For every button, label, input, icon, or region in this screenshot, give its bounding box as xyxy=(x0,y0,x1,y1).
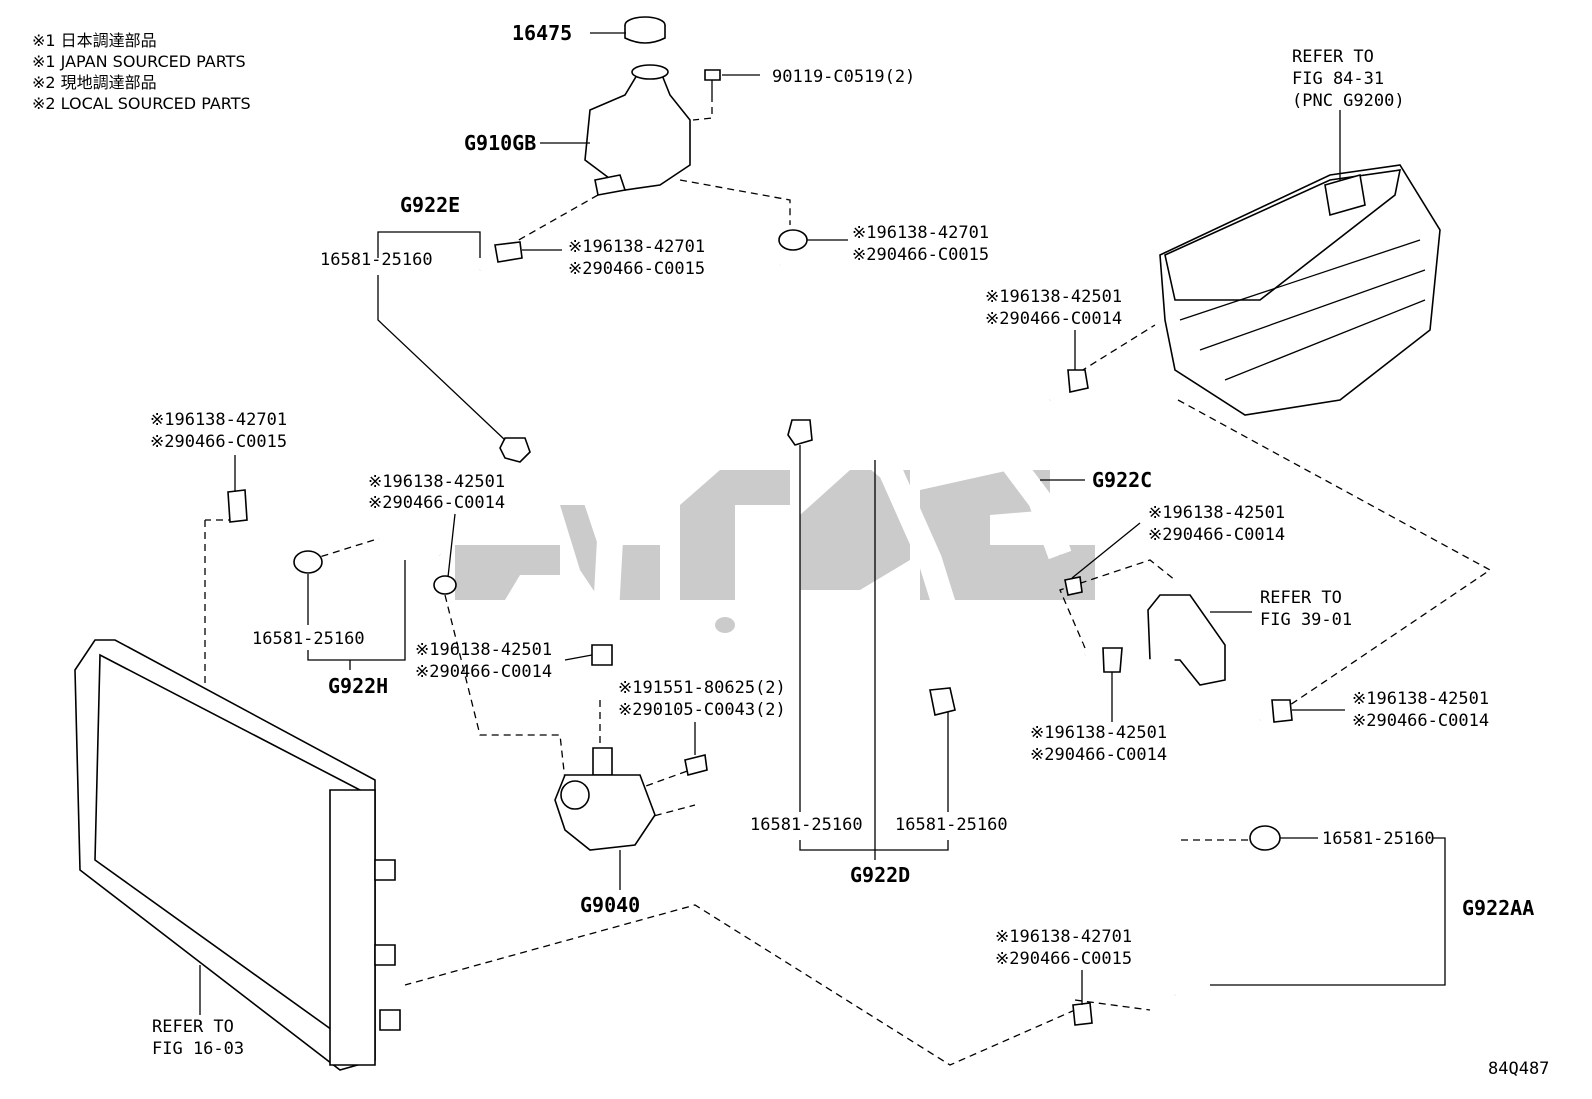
label-g922e: G922E xyxy=(400,193,460,217)
label-g922aa: G922AA xyxy=(1462,896,1534,920)
label-clip-inv-b: ※290466-C0014 xyxy=(985,309,1122,329)
hose-g922c xyxy=(998,389,1072,560)
label-clip-bottom-a: ※196138-42701 xyxy=(995,927,1132,947)
notes-block: ※1 日本調達部品 ※1 JAPAN SOURCED PARTS ※2 現地調達… xyxy=(32,31,251,113)
label-clip-mid-b: ※290466-C0014 xyxy=(1030,745,1167,765)
label-clip-left-b: ※290466-C0015 xyxy=(150,432,287,452)
water-pump-part: G9040 xyxy=(554,747,708,917)
label-g922d: G922D xyxy=(850,863,910,887)
label-radiator-ref-1: REFER TO xyxy=(152,1017,234,1037)
label-clamp-g922d-1: 16581-25160 xyxy=(750,815,863,835)
label-clip-tank-b: ※290466-C0015 xyxy=(568,259,705,279)
label-clip-g922h-b: ※290466-C0014 xyxy=(368,493,505,513)
label-clip-pump-a: ※196138-42501 xyxy=(415,640,552,660)
label-clip-right-b: ※290466-C0014 xyxy=(1148,525,1285,545)
label-clip-g922h-a: ※196138-42501 xyxy=(368,472,505,492)
hose-g922aa xyxy=(1146,710,1270,1006)
clamps xyxy=(227,229,1293,1026)
label-g922h: G922H xyxy=(328,674,388,698)
label-inverter-ref-3: (PNC G9200) xyxy=(1292,91,1405,111)
note-line-4: ※2 LOCAL SOURCED PARTS xyxy=(32,94,251,113)
label-clamp-g922d-2: 16581-25160 xyxy=(895,815,1008,835)
note-line-2: ※1 JAPAN SOURCED PARTS xyxy=(32,52,246,71)
radiator-cap-part: 16475 xyxy=(512,16,666,45)
label-g9040: G9040 xyxy=(580,893,640,917)
hose-g922h xyxy=(262,489,445,566)
label-tank: G910GB xyxy=(464,131,536,155)
inverter-assembly xyxy=(1159,110,1441,416)
note-line-1: ※1 日本調達部品 xyxy=(32,31,157,50)
label-clip-lower-right-b: ※290466-C0014 xyxy=(1352,711,1489,731)
label-clamp-g922e: 16581-25160 xyxy=(320,250,433,270)
label-g922c: G922C xyxy=(1092,468,1152,492)
label-clip-right-a: ※196138-42501 xyxy=(1148,503,1285,523)
hose-g922e xyxy=(440,263,624,631)
bolt-part: 90119-C0519(2) xyxy=(704,67,915,95)
note-line-3: ※2 現地調達部品 xyxy=(32,73,157,92)
label-clip-lower-right-a: ※196138-42501 xyxy=(1352,689,1489,709)
label-radiator-ref-2: FIG 16-03 xyxy=(152,1039,244,1059)
label-clip-tank-a: ※196138-42701 xyxy=(568,237,705,257)
labels: G922E 16581-25160 ※196138-42701 ※290466-… xyxy=(150,47,1549,1079)
label-clip-center-a: ※196138-42701 xyxy=(852,223,989,243)
label-clip-bottom-b: ※290466-C0015 xyxy=(995,949,1132,969)
label-clip-center-b: ※290466-C0015 xyxy=(852,245,989,265)
label-ref-39-1: REFER TO xyxy=(1260,588,1342,608)
reservoir-tank-part: G910GB xyxy=(464,64,691,196)
label-clip-left-a: ※196138-42701 xyxy=(150,410,287,430)
label-pump-bolt-a: ※191551-80625(2) xyxy=(618,678,786,698)
label-pump-bolt-b: ※290105-C0043(2) xyxy=(618,700,786,720)
pipe-to-fig39 xyxy=(1119,594,1226,686)
label-clip-inv-a: ※196138-42501 xyxy=(985,287,1122,307)
label-figure-id: 84Q487 xyxy=(1488,1059,1549,1079)
label-clip-mid-a: ※196138-42501 xyxy=(1030,723,1167,743)
label-inverter-ref-2: FIG 84-31 xyxy=(1292,69,1384,89)
label-clamp-g922h: 16581-25160 xyxy=(252,629,365,649)
label-bolt: 90119-C0519(2) xyxy=(772,67,915,87)
label-inverter-ref-1: REFER TO xyxy=(1292,47,1374,67)
label-clamp-g922aa: 16581-25160 xyxy=(1322,829,1435,849)
hose-g922d xyxy=(768,263,1088,708)
radiator-part xyxy=(74,639,401,1071)
label-cap: 16475 xyxy=(512,21,572,45)
label-ref-39-2: FIG 39-01 xyxy=(1260,610,1352,630)
watermark-logo xyxy=(455,470,1095,633)
label-clip-pump-b: ※290466-C0014 xyxy=(415,662,552,682)
connector-lines xyxy=(129,95,1492,1066)
